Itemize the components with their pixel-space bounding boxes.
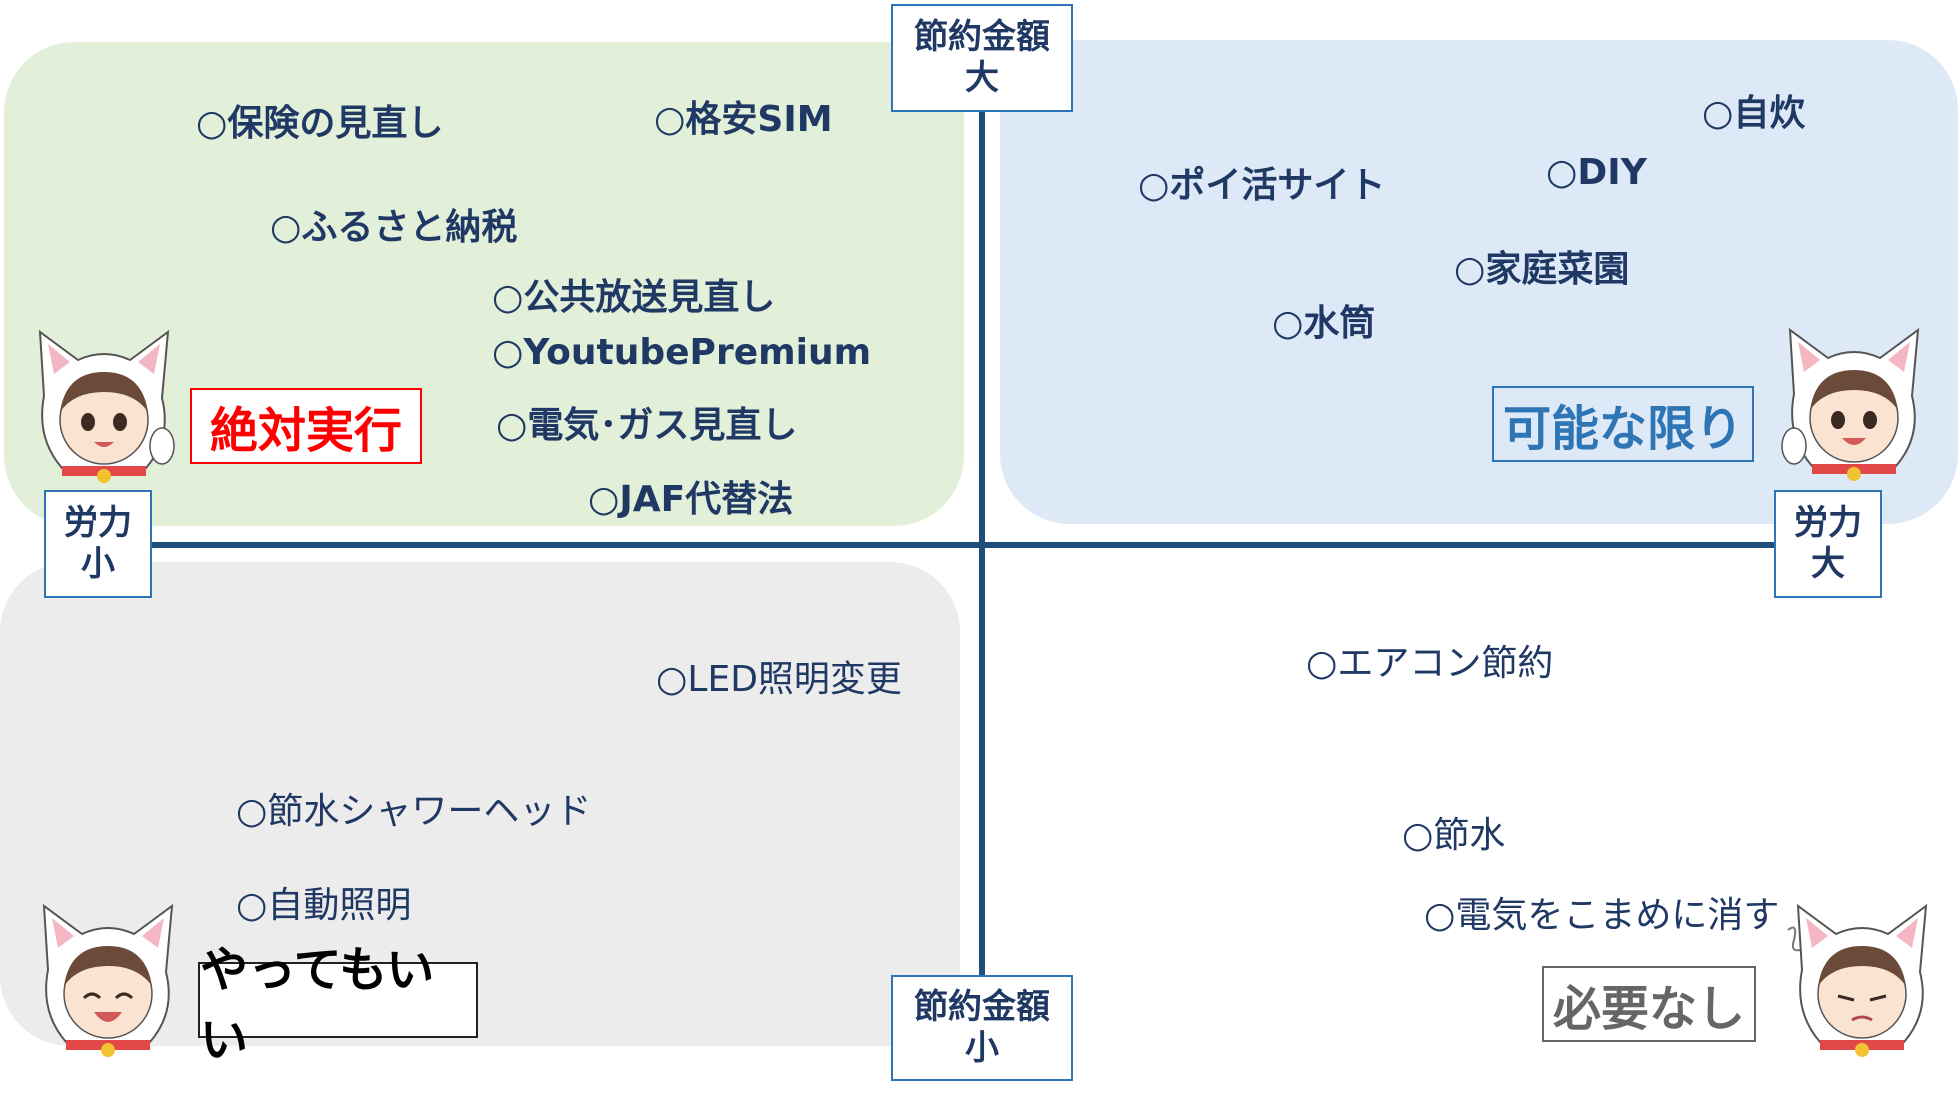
item-home-cooking: ○自炊 (1702, 93, 1806, 134)
item-turn-off-lights: ○電気をこまめに消す (1424, 895, 1780, 936)
quadrant-label-bottom-right: 必要なし (1542, 966, 1756, 1042)
axis-label-top-text: 節約金額 大 (914, 17, 1050, 98)
axis-label-right-text: 労力 大 (1794, 503, 1862, 584)
item-youtube-premium: ○YoutubePremium (492, 332, 872, 373)
item-budget-sim: ○格安SIM (654, 99, 833, 140)
axis-label-bottom: 節約金額 小 (891, 975, 1073, 1081)
item-diy: ○DIY (1546, 152, 1647, 193)
quadrant-label-top-right: 可能な限り (1492, 386, 1754, 462)
item-aircon-saving: ○エアコン節約 (1306, 643, 1554, 684)
item-utility-review: ○電気･ガス見直し (496, 405, 798, 446)
mascot-laughing-icon (42, 903, 174, 1057)
item-insurance-review: ○保険の見直し (196, 103, 444, 144)
quadrant-label-top-left: 絶対実行 (190, 388, 422, 464)
mascot-smile-icon (1781, 327, 1920, 481)
item-auto-lighting: ○自動照明 (236, 885, 412, 926)
axis-label-left-text: 労力 小 (64, 503, 132, 584)
item-water-bottle: ○水筒 (1272, 303, 1376, 344)
item-points-sites: ○ポイ活サイト (1138, 165, 1386, 206)
axis-label-left: 労力 小 (44, 490, 152, 598)
item-furusato-tax: ○ふるさと納税 (270, 207, 518, 248)
axis-label-top: 節約金額 大 (891, 4, 1073, 112)
axis-label-bottom-text: 節約金額 小 (914, 987, 1050, 1068)
item-led-lighting: ○LED照明変更 (656, 659, 902, 700)
item-public-broadcast: ○公共放送見直し (492, 277, 776, 318)
item-home-garden: ○家庭菜園 (1454, 249, 1630, 290)
item-jaf-alternative: ○JAF代替法 (588, 479, 794, 520)
mascot-happy-icon (38, 329, 175, 483)
horizontal-axis (148, 542, 1780, 548)
axis-label-right: 労力 大 (1774, 490, 1882, 598)
item-water-saving-shower: ○節水シャワーヘッド (236, 791, 592, 832)
mascot-troubled-icon (1787, 903, 1928, 1057)
item-water-saving: ○節水 (1402, 815, 1506, 856)
quadrant-label-bottom-left: やってもいい (198, 942, 478, 1068)
vertical-axis (979, 105, 985, 1005)
